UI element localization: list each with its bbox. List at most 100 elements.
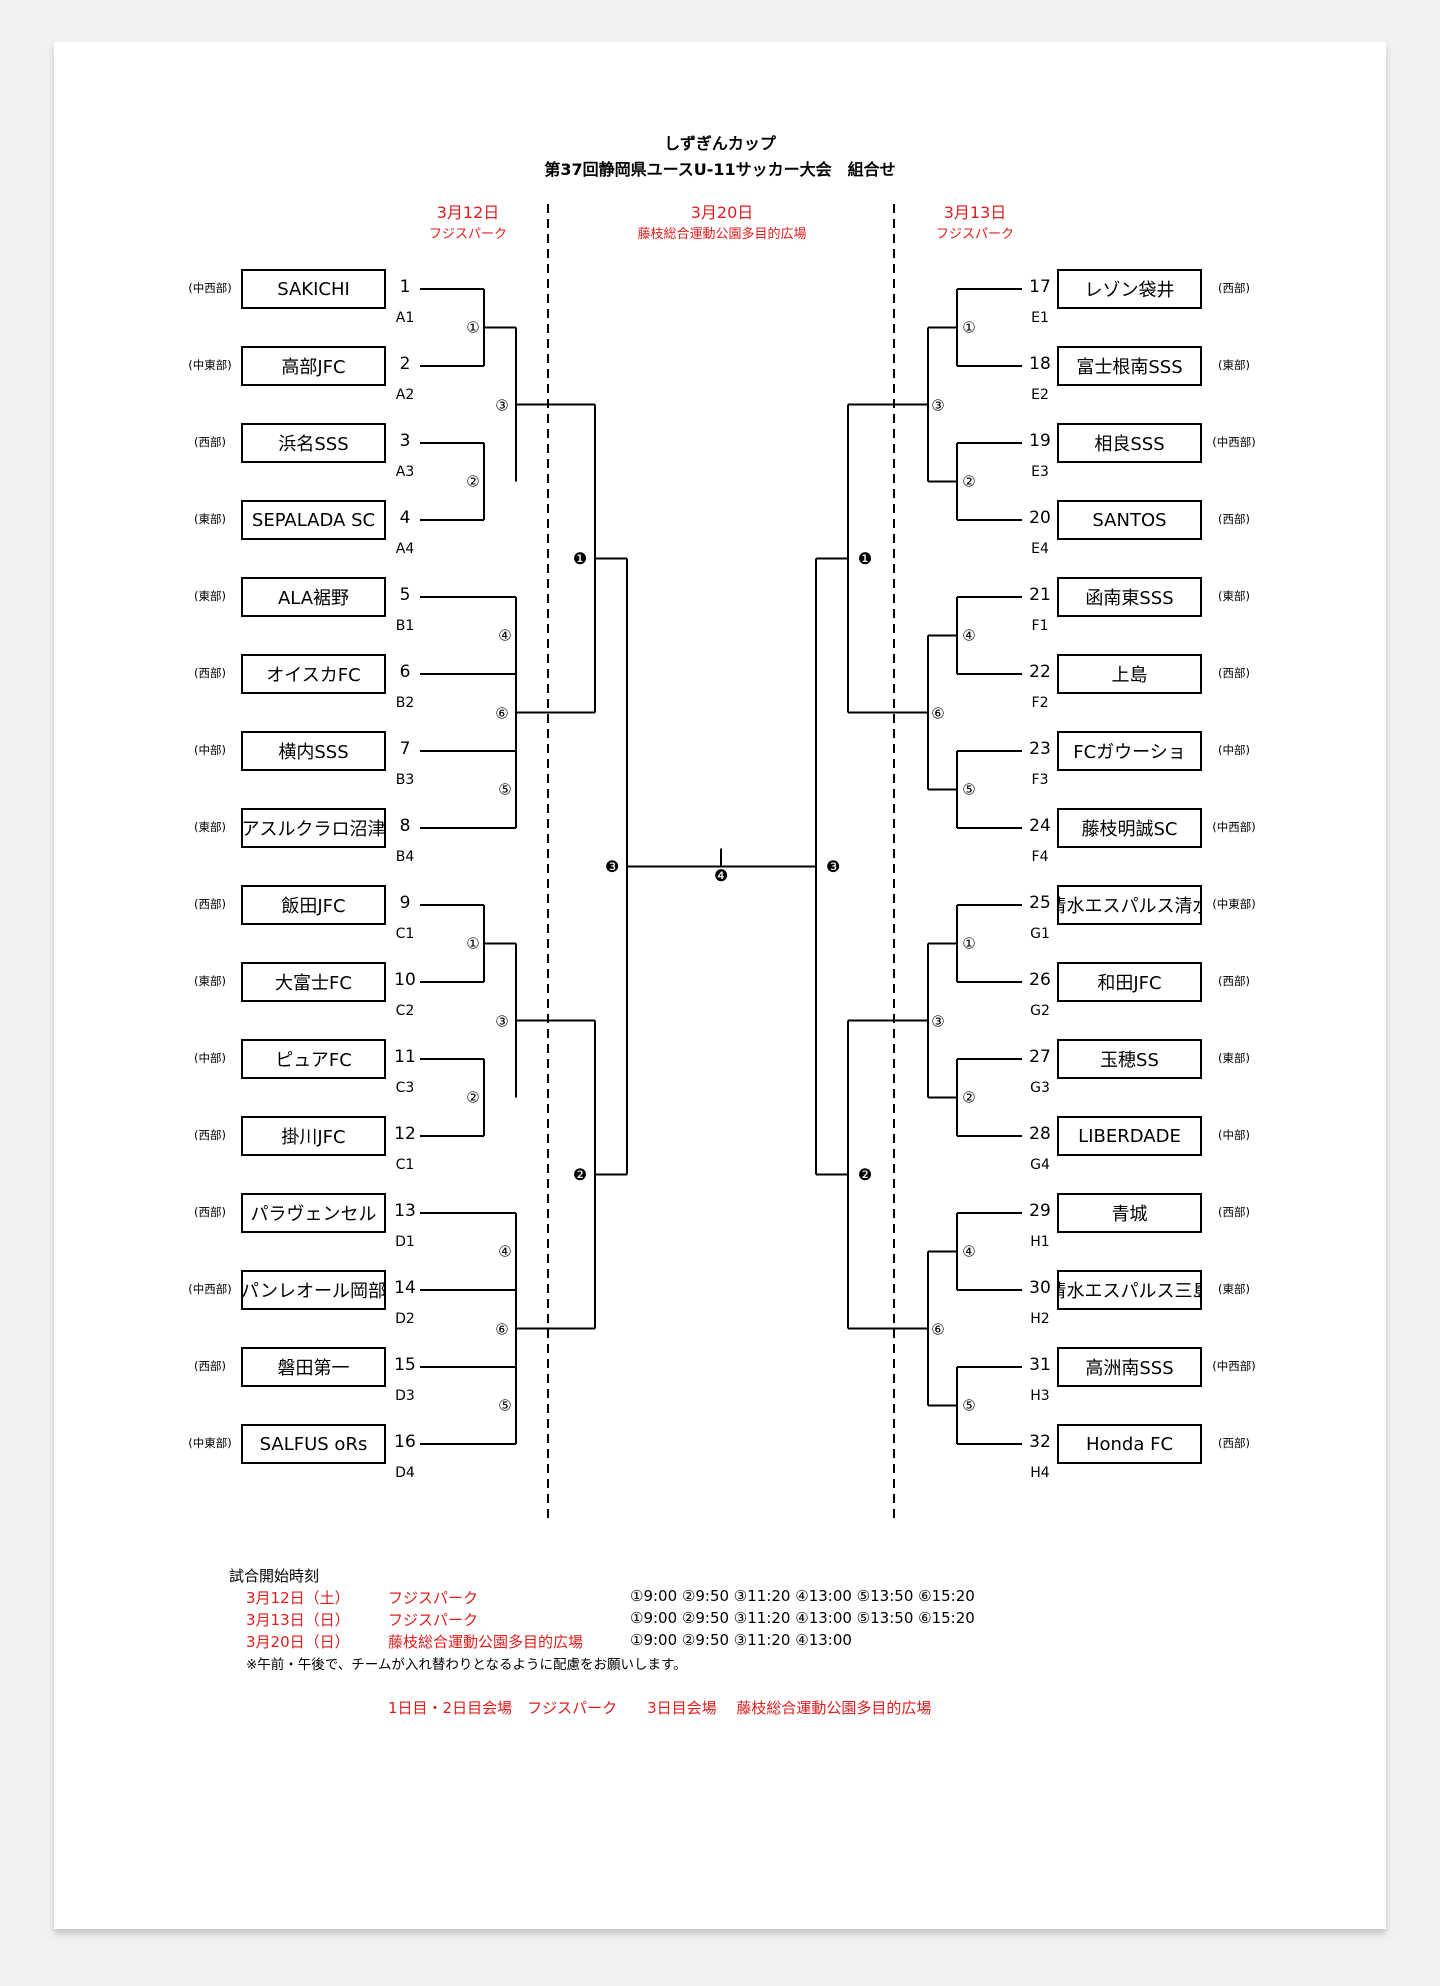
team-number-left: 7 (399, 739, 411, 759)
team-code-right: H2 (1030, 1311, 1050, 1327)
footer-row-2-venue: フジスパーク (388, 1611, 479, 1629)
team-box-right: 清水エスパルス清水 (1057, 885, 1202, 925)
team-number-right: 17 (1029, 277, 1051, 297)
title-line-1: しずぎんカップ (664, 134, 776, 153)
team-code-left: A1 (395, 310, 415, 326)
match-marker-r1-right: ④ (962, 627, 975, 645)
team-code-right: G2 (1030, 1003, 1050, 1019)
right-venue-header: フジスパーク (935, 227, 1014, 242)
team-box-right: 富士根南SSS (1057, 346, 1202, 386)
match-marker-semi-left: ❶ (573, 549, 587, 568)
left-date-header: 3月12日 (436, 203, 500, 222)
team-number-right: 29 (1029, 1201, 1051, 1221)
team-code-right: F4 (1031, 849, 1049, 865)
team-number-right: 22 (1029, 662, 1051, 682)
match-marker-r2-right: ⑥ (931, 705, 944, 723)
team-region-right: (東部) (1218, 358, 1250, 372)
team-box-left: SAKICHI (241, 269, 386, 309)
match-marker-final-left: ❸ (605, 857, 619, 876)
team-box-left: 高部JFC (241, 346, 386, 386)
team-code-left: D1 (395, 1234, 415, 1250)
match-marker-r2-right: ③ (931, 1013, 944, 1031)
center-date-header: 3月20日 (690, 203, 754, 222)
left-venue-header: フジスパーク (428, 227, 507, 242)
team-code-right: G4 (1030, 1157, 1050, 1173)
match-marker-r1-right: ② (962, 1089, 975, 1107)
team-region-right: (中西部) (1212, 435, 1256, 449)
team-number-left: 10 (394, 970, 416, 990)
team-region-right: (中西部) (1212, 1359, 1256, 1373)
team-code-right: E4 (1031, 541, 1049, 557)
team-box-right: 函南東SSS (1057, 577, 1202, 617)
team-region-right: (西部) (1218, 1205, 1250, 1219)
title-line-2: 第37回静岡県ユースU-11サッカー大会 組合せ (544, 160, 896, 179)
team-region-left: (中西部) (188, 1282, 232, 1296)
footer-row-3-date: 3月20日（日） (246, 1633, 350, 1651)
team-number-right: 31 (1029, 1355, 1051, 1375)
team-number-right: 24 (1029, 816, 1051, 836)
team-region-right: (東部) (1218, 589, 1250, 603)
match-marker-r2-left: ⑥ (495, 705, 508, 723)
team-code-right: H1 (1030, 1234, 1050, 1250)
footer-row-3-venue: 藤枝総合運動公園多目的広場 (388, 1633, 584, 1651)
team-code-right: G1 (1030, 926, 1050, 942)
team-region-left: (中西部) (188, 281, 232, 295)
team-box-right: 藤枝明誠SC (1057, 808, 1202, 848)
match-marker-final-right: ❸ (826, 857, 840, 876)
team-code-left: C1 (395, 926, 415, 942)
team-box-right: FCガウーショ (1057, 731, 1202, 771)
team-number-left: 5 (399, 585, 411, 605)
match-marker-r1-left: ⑤ (498, 781, 511, 799)
team-number-left: 12 (394, 1124, 416, 1144)
team-box-left: SALFUS oRs (241, 1424, 386, 1464)
match-marker-r2-left: ③ (495, 1013, 508, 1031)
team-code-left: C1 (395, 1157, 415, 1173)
team-number-left: 4 (399, 508, 411, 528)
team-box-left: オイスカFC (241, 654, 386, 694)
footer-row-2-times: ①9:00 ②9:50 ③11:20 ④13:00 ⑤13:50 ⑥15:20 (630, 1609, 975, 1627)
team-box-right: 清水エスパルス三島 (1057, 1270, 1202, 1310)
team-box-left: 浜名SSS (241, 423, 386, 463)
team-code-left: D2 (395, 1311, 415, 1327)
match-marker-r1-right: ② (962, 473, 975, 491)
team-box-right: 上島 (1057, 654, 1202, 694)
footer-row-3-times: ①9:00 ②9:50 ③11:20 ④13:00 (630, 1631, 852, 1649)
match-marker-r1-right: ⑤ (962, 781, 975, 799)
team-box-left: ピュアFC (241, 1039, 386, 1079)
team-code-right: F2 (1031, 695, 1049, 711)
team-box-right: 玉穂SS (1057, 1039, 1202, 1079)
team-number-left: 6 (399, 662, 411, 682)
team-region-left: (西部) (194, 1359, 226, 1373)
match-marker-final: ❹ (714, 866, 728, 885)
match-marker-r1-left: ④ (498, 1243, 511, 1261)
team-box-left: 掛川JFC (241, 1116, 386, 1156)
team-region-left: (西部) (194, 1128, 226, 1142)
team-region-right: (中部) (1218, 743, 1250, 757)
team-code-right: F1 (1031, 618, 1049, 634)
team-number-left: 13 (394, 1201, 416, 1221)
team-code-right: G3 (1030, 1080, 1050, 1096)
team-number-left: 14 (394, 1278, 416, 1298)
team-box-right: LIBERDADE (1057, 1116, 1202, 1156)
team-number-right: 32 (1029, 1432, 1051, 1452)
match-marker-r1-right: ⑤ (962, 1397, 975, 1415)
team-box-right: 相良SSS (1057, 423, 1202, 463)
team-region-right: (東部) (1218, 1282, 1250, 1296)
team-box-right: レゾン袋井 (1057, 269, 1202, 309)
team-region-left: (西部) (194, 897, 226, 911)
team-number-left: 8 (399, 816, 411, 836)
match-marker-r1-left: ② (466, 473, 479, 491)
team-region-right: (西部) (1218, 512, 1250, 526)
team-box-left: パンレオール岡部 (241, 1270, 386, 1310)
match-marker-semi-right: ❷ (858, 1165, 872, 1184)
team-box-left: アスルクラロ沼津 (241, 808, 386, 848)
team-box-left: SEPALADA SC (241, 500, 386, 540)
match-marker-r2-left: ⑥ (495, 1321, 508, 1339)
team-region-left: (中東部) (188, 358, 232, 372)
team-code-left: A3 (395, 464, 415, 480)
team-number-left: 16 (394, 1432, 416, 1452)
team-region-left: (中部) (194, 1051, 226, 1065)
team-code-left: B4 (395, 849, 415, 865)
team-number-right: 20 (1029, 508, 1051, 528)
